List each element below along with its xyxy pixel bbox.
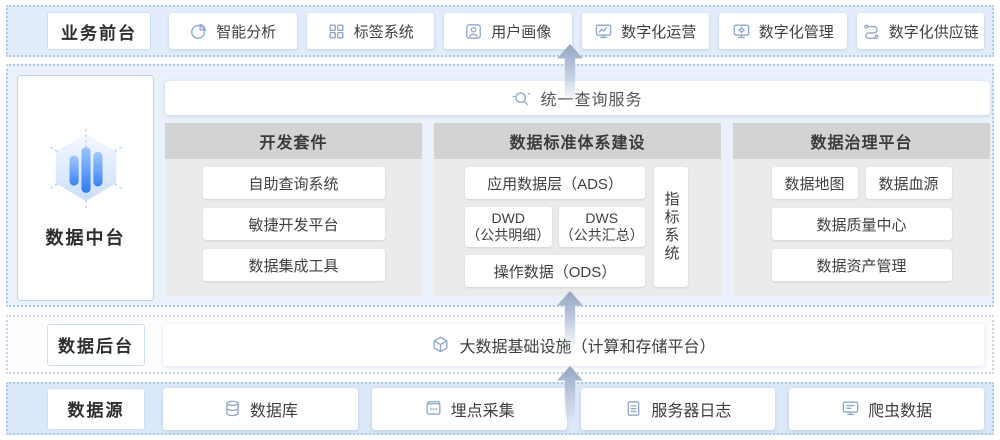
unified-query-service-bar: 统一查询服务 xyxy=(165,81,990,115)
item-dwd-layer: DWD （公共明细） xyxy=(465,207,552,247)
section-data-middle-platform: 数据中台 统一查询服务 开发套件 自助查询系统 敏捷开发平台 数据集成工具 数据… xyxy=(6,64,994,307)
item-data-map: 数据地图 xyxy=(771,167,858,199)
trend-monitor-icon xyxy=(594,22,613,41)
item-agile-dev-platform: 敏捷开发平台 xyxy=(202,208,385,240)
item-server-log: 服务器日志 xyxy=(580,387,776,430)
section-data-source: 数据源 数据库 埋点采集 xyxy=(6,382,994,435)
column-title: 数据治理平台 xyxy=(733,123,990,159)
item-label: 数字化运营 xyxy=(621,23,697,41)
item-label: 智能分析 xyxy=(216,23,277,41)
crawler-monitor-icon xyxy=(841,399,860,418)
data-backend-label: 数据后台 xyxy=(47,323,145,366)
monitor-gear-icon xyxy=(732,22,751,41)
database-icon xyxy=(223,399,242,418)
item-user-profile: 用户画像 xyxy=(444,13,572,49)
column-title: 数据标准体系建设 xyxy=(434,123,721,159)
item-ods-layer: 操作数据（ODS） xyxy=(465,255,645,287)
column-data-standard-system: 数据标准体系建设 应用数据层（ADS） DWD （公共明细） DWS （公共汇总… xyxy=(434,123,721,296)
section-business-frontend: 业务前台 智能分析 标签系统 xyxy=(6,5,994,57)
item-indicator-system: 指标系统 xyxy=(654,167,688,287)
item-label: 用户画像 xyxy=(491,23,552,41)
item-data-lineage: 数据血源 xyxy=(865,167,952,199)
infrastructure-label: 大数据基础设施（计算和存储平台） xyxy=(459,338,716,356)
route-icon xyxy=(862,22,881,41)
item-crawler-data: 爬虫数据 xyxy=(789,387,984,430)
pie-chart-icon xyxy=(189,22,208,41)
search-icon xyxy=(512,89,531,108)
item-data-quality-center: 数据质量中心 xyxy=(771,208,952,240)
column-dev-suite: 开发套件 自助查询系统 敏捷开发平台 数据集成工具 xyxy=(165,123,422,296)
item-tracking-collection: 埋点采集 xyxy=(371,387,567,430)
query-bar-label: 统一查询服务 xyxy=(540,92,643,109)
log-file-icon xyxy=(624,399,643,418)
business-frontend-label: 业务前台 xyxy=(47,12,151,50)
column-title: 开发套件 xyxy=(165,123,422,159)
grid-icon xyxy=(327,22,346,41)
item-dws-layer: DWS （公共汇总） xyxy=(558,207,645,247)
platform-columns: 开发套件 自助查询系统 敏捷开发平台 数据集成工具 数据标准体系建设 应用数据层… xyxy=(165,123,990,296)
item-label: 埋点采集 xyxy=(450,402,515,420)
data-source-label: 数据源 xyxy=(47,387,145,430)
section-data-backend: 数据后台 大数据基础设施（计算和存储平台） xyxy=(6,315,994,374)
item-ads-layer: 应用数据层（ADS） xyxy=(465,167,645,199)
item-tag-system: 标签系统 xyxy=(306,13,434,49)
item-smart-analysis: 智能分析 xyxy=(169,13,297,49)
item-database: 数据库 xyxy=(163,387,358,430)
item-label: 数据库 xyxy=(249,402,298,420)
item-digital-supply-chain: 数字化供应链 xyxy=(856,13,984,49)
item-label: 数字化供应链 xyxy=(888,23,979,41)
item-label: 数字化管理 xyxy=(758,23,834,41)
tracking-icon xyxy=(424,399,443,418)
item-label: 标签系统 xyxy=(353,23,414,41)
item-digital-management: 数字化管理 xyxy=(719,13,847,49)
column-data-governance: 数据治理平台 数据地图 数据血源 数据质量中心 数据资产管理 xyxy=(733,123,990,296)
data-middle-platform-label: 数据中台 xyxy=(45,228,126,248)
item-self-query-system: 自助查询系统 xyxy=(202,167,385,199)
item-label: 爬虫数据 xyxy=(868,402,933,420)
item-digital-operation: 数字化运营 xyxy=(581,13,709,49)
item-label: 服务器日志 xyxy=(651,402,732,420)
item-data-integration-tool: 数据集成工具 xyxy=(202,249,385,281)
item-data-asset-management: 数据资产管理 xyxy=(771,249,952,281)
user-icon xyxy=(464,22,483,41)
data-middle-platform-card: 数据中台 xyxy=(17,75,154,301)
data-middle-platform-icon xyxy=(42,126,130,214)
cube-icon xyxy=(431,335,450,354)
